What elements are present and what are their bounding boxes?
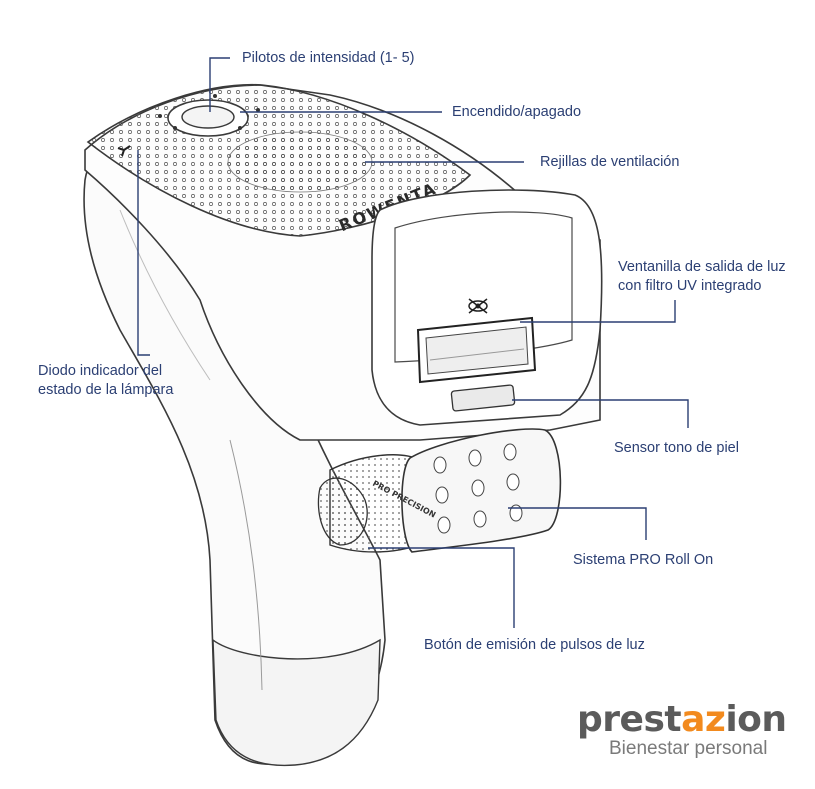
logo-part3: ion xyxy=(725,699,787,740)
pulse-button xyxy=(317,477,368,546)
prestazion-logo: prestazion Bienestar personal xyxy=(577,699,787,760)
power-button xyxy=(181,105,235,129)
label-boton: Botón de emisión de pulsos de luz xyxy=(424,637,645,653)
label-pilotos: Pilotos de intensidad (1- 5) xyxy=(242,50,415,66)
label-encendido: Encendido/apagado xyxy=(452,104,582,120)
leader-lines xyxy=(137,57,689,628)
handle-base xyxy=(212,638,381,767)
lamp-diode xyxy=(117,145,131,157)
logo-wordmark: prestazion xyxy=(577,699,787,740)
roller-dots xyxy=(433,443,523,534)
label-ventanilla-line1: Ventanilla de salida de luz xyxy=(618,259,786,275)
label-diodo-line1: Diodo indicador del xyxy=(38,363,163,379)
logo-part1: prest xyxy=(577,699,682,740)
label-diodo-line2: estado de la lámpara xyxy=(38,382,174,398)
skin-sensor xyxy=(450,384,516,412)
logo-part2-accent: az xyxy=(681,699,726,740)
label-ventanilla: Ventanilla de salida de luz con filtro U… xyxy=(618,258,786,296)
logo-tagline: Bienestar personal xyxy=(609,738,768,759)
eye-warning-symbol xyxy=(468,298,488,314)
label-sensor: Sensor tono de piel xyxy=(614,440,739,456)
label-rollon: Sistema PRO Roll On xyxy=(573,552,714,568)
label-rejillas: Rejillas de ventilación xyxy=(540,154,680,170)
label-ventanilla-line2: con filtro UV integrado xyxy=(618,278,762,294)
vent-grid xyxy=(227,131,373,193)
label-diodo: Diodo indicador del estado de la lámpara xyxy=(38,362,173,400)
